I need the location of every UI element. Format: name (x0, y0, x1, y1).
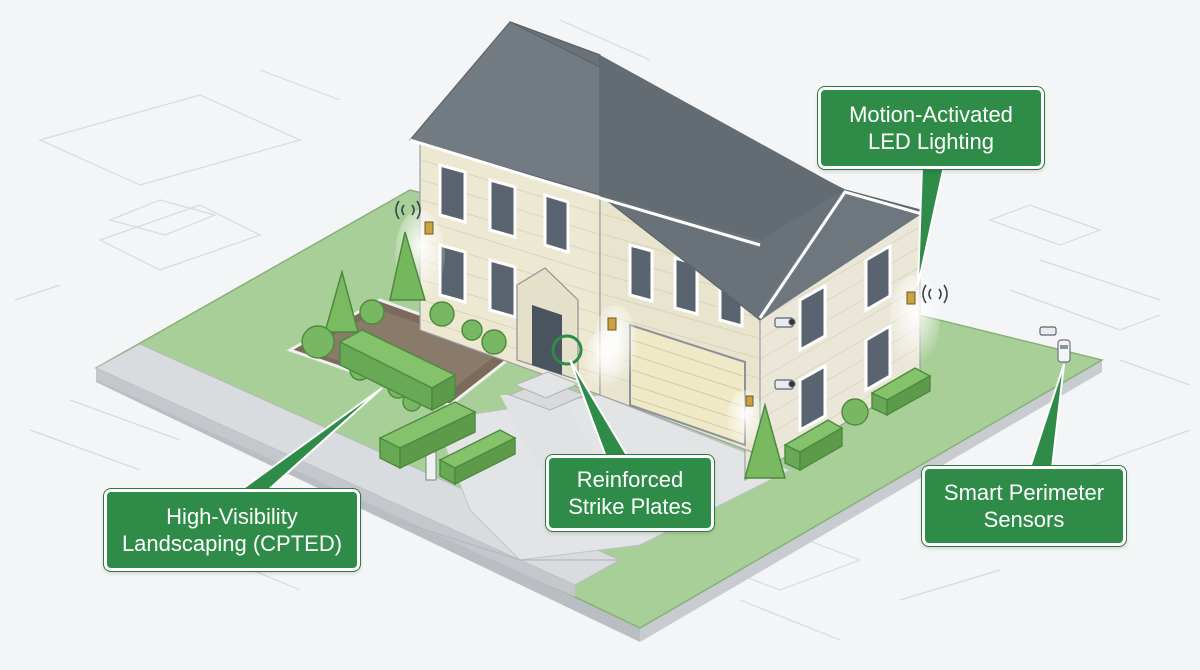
callout-line-2: Landscaping (CPTED) (121, 531, 343, 556)
lighting-pointer (917, 165, 946, 286)
wall-light-icon (906, 291, 916, 305)
wall-light-icon (745, 395, 754, 407)
wall-lights (395, 210, 940, 450)
wall-light-icon (607, 317, 617, 331)
security-camera-icon (774, 317, 796, 328)
callout-line-2: Sensors (983, 507, 1065, 532)
roof (408, 21, 923, 321)
callout-high-visibility-landscaping: High-Visibility Landscaping (CPTED) (104, 489, 360, 571)
security-camera-icon (1039, 326, 1057, 336)
callout-line-1: Reinforced (576, 467, 684, 492)
callout-line-2: LED Lighting (868, 129, 994, 154)
callout-line-2: Strike Plates (568, 494, 692, 519)
callout-reinforced-strike-plates: Reinforced Strike Plates (546, 455, 714, 531)
callout-line-1: Smart Perimeter (943, 480, 1105, 505)
security-camera-icon (774, 379, 796, 390)
security-cameras (774, 317, 1057, 390)
strike-plate-highlight (551, 334, 583, 366)
landscaping-shrubs (301, 231, 932, 486)
callout-motion-activated-led-lighting: Motion-Activated LED Lighting (818, 87, 1044, 169)
callout-line-1: Motion-Activated (849, 102, 1013, 127)
motion-sensor-icon (425, 339, 1071, 481)
wall-light-icon (424, 221, 434, 235)
callout-smart-perimeter-sensors: Smart Perimeter Sensors (922, 466, 1126, 546)
wifi-signal-icon (395, 200, 948, 304)
callout-line-1: High-Visibility (166, 504, 298, 529)
